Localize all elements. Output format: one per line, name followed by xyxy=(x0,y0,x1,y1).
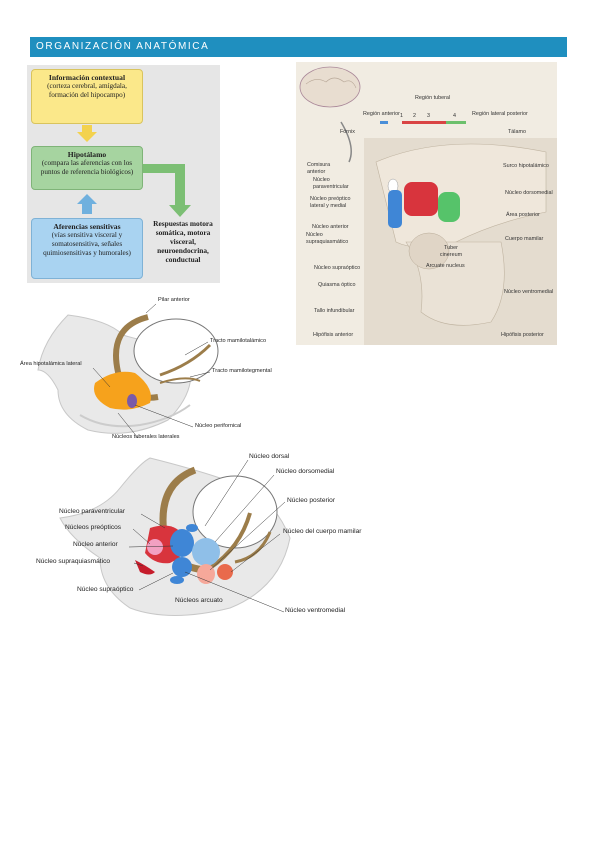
label-arcuate: Arcuate nucleus xyxy=(426,263,465,269)
label-paraventricular: Núcleo paraventricular xyxy=(313,177,349,190)
context-body: (corteza cerebral, amígdala, formación d… xyxy=(47,82,127,99)
label-fornix: Fórnix xyxy=(340,129,355,135)
preoptic-medial-shape xyxy=(147,539,163,555)
arrow-up-icon xyxy=(77,194,97,214)
label-infundibular-stalk: Tallo infundibular xyxy=(314,308,355,314)
medial-figure: Núcleo dorsal Núcleo dorsomedial Núcleo … xyxy=(35,450,380,625)
section-title: ORGANIZACIÓN ANATÓMICA xyxy=(36,41,210,52)
label-posterior-pituitary: Hipófisis posterior xyxy=(501,332,544,338)
afferents-body: (vías sensitiva visceral y somatosensiti… xyxy=(43,231,131,257)
label-arcuate-nuclei: Núcleos arcuato xyxy=(175,597,223,604)
label-mammillary-nucleus: Núcleo del cuerpo mamilar xyxy=(283,528,362,535)
region-anterior-label: Región anterior xyxy=(363,111,400,117)
label-mammillothalamic-tract: Tracto mamilotalámico xyxy=(210,338,267,344)
sagittal-figure: Región anterior Región tuberal Región la… xyxy=(296,62,557,345)
label-paraventricular-nucleus: Núcleo paraventricular xyxy=(59,508,125,515)
perifornical-shape xyxy=(127,394,137,408)
label-optic-chiasm: Quiasma óptico xyxy=(318,282,356,288)
arcuate-shape xyxy=(170,576,184,584)
mammillotegmental-tract xyxy=(159,377,201,384)
arrow-down-icon xyxy=(77,125,97,142)
label-thalamus: Tálamo xyxy=(508,129,526,135)
label-ventromedial-nucleus: Núcleo ventromedial xyxy=(285,607,346,614)
label-hypothalamic-sulcus: Surco hipotalámico xyxy=(503,163,549,169)
region-num-4: 4 xyxy=(453,113,456,119)
zoom-arrow-icon xyxy=(340,121,352,163)
region-tuberal-label: Región tuberal xyxy=(415,95,451,101)
region-num-3: 3 xyxy=(427,113,430,119)
label-anterior-nucleus: Núcleo anterior xyxy=(312,224,349,230)
label-anterior-nucleus-medial: Núcleo anterior xyxy=(73,541,118,548)
label-lateral-area: Área hipotalámica lateral xyxy=(20,361,82,367)
region-num-1: 1 xyxy=(400,113,403,119)
section-header: ORGANIZACIÓN ANATÓMICA xyxy=(30,37,567,57)
label-dorsomedial-nucleus: Núcleo dorsomedial xyxy=(276,468,335,475)
medial-drawing xyxy=(59,457,291,616)
label-perifornical: Núcleo perifornical xyxy=(195,423,242,429)
anterior-nucleus-shape xyxy=(170,529,194,557)
lateral-figure: Pilar anterior Tracto mamilotalámico Tra… xyxy=(20,295,290,445)
label-suprachiasmatic-nucleus: Núcleo supraquiasmático xyxy=(36,558,111,565)
label-mammillary-body: Cuerpo mamilar xyxy=(505,236,544,242)
label-preoptic-nuclei: Núcleos preópticos xyxy=(65,524,122,531)
hypothalamus-title: Hipotálamo xyxy=(67,150,107,159)
label-lateral-tuberal: Núcleos tuberales laterales xyxy=(112,434,180,440)
region-num-2: 2 xyxy=(413,113,416,119)
dorsomedial-shape xyxy=(192,538,220,566)
mammillothalamic-tract xyxy=(159,343,212,377)
label-anterior-pituitary: Hipófisis anterior xyxy=(313,332,354,338)
label-dorsomedial: Núcleo dorsomedial xyxy=(505,190,553,196)
thalamus-medial-shape xyxy=(192,475,278,549)
afferents-title: Aferencias sensitivas xyxy=(53,222,121,231)
label-anterior-commissure: Comisura anterior xyxy=(307,162,331,175)
label-dorsal-nucleus: Núcleo dorsal xyxy=(249,453,290,460)
lateral-drawing xyxy=(37,303,219,439)
hypothalamus-body: (compara las aferencias con los puntos d… xyxy=(40,159,134,176)
label-tuber-cinereum: Tuber cinereum xyxy=(439,245,463,258)
label-suprachiasmatic: Núcleo supraquiasmático xyxy=(306,232,349,245)
label-supraoptic-nucleus: Núcleo supraóptico xyxy=(77,586,134,593)
context-box: Información contextual (corteza cerebral… xyxy=(31,69,143,124)
label-posterior-area: Área posterior xyxy=(506,212,540,218)
thalamus-shape xyxy=(133,318,219,384)
suprachiasmatic-shape xyxy=(135,560,155,575)
mammillary-shape xyxy=(217,564,233,580)
ventromedial-shape xyxy=(172,557,192,577)
context-title: Información contextual xyxy=(48,73,126,82)
tuberal-nuclei-shape xyxy=(404,182,438,216)
label-ventromedial: Núcleo ventromedial xyxy=(504,289,554,295)
label-supraoptic: Núcleo supraóptico xyxy=(314,265,361,271)
region-posterior-label: Región lateral posterior xyxy=(472,111,528,117)
responses-text: Respuestas motora somática, motora visce… xyxy=(153,219,213,264)
brain-icon xyxy=(299,66,361,108)
label-mammillotegmental-tract: Tracto mamilotegmental xyxy=(212,368,272,374)
label-preoptic: Núcleo preóptico lateral y medial xyxy=(310,196,351,209)
preoptic-nucleus-shape xyxy=(388,190,402,228)
sagittal-drawing xyxy=(299,66,557,345)
posterior-shape xyxy=(197,564,215,584)
label-posterior-nucleus: Núcleo posterior xyxy=(287,497,336,504)
dorsal-nucleus-shape xyxy=(186,524,198,532)
afferents-box: Aferencias sensitivas (vías sensitiva vi… xyxy=(31,218,143,279)
hypothalamus-box: Hipotálamo (compara las aferencias con l… xyxy=(31,146,143,190)
arrow-right-down-icon xyxy=(143,164,191,217)
flow-diagram: Información contextual (corteza cerebral… xyxy=(27,65,220,283)
posterior-nuclei-shape xyxy=(438,192,460,222)
label-anterior-pillar: Pilar anterior xyxy=(158,297,190,303)
flow-arrows xyxy=(77,125,191,217)
